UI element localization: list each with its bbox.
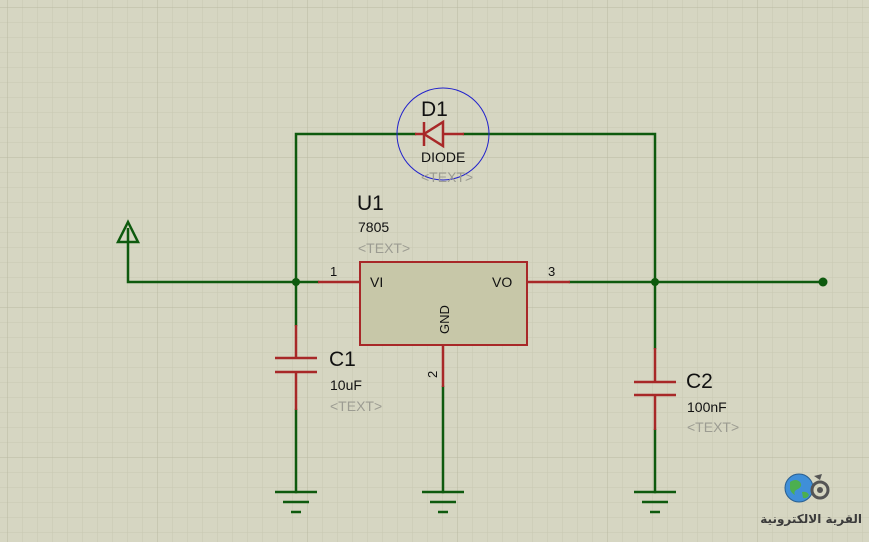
u1-pin-num-gnd: 2 — [425, 371, 440, 378]
junction-dot-right — [651, 278, 659, 286]
output-terminal[interactable] — [818, 277, 828, 287]
watermark-logo: القرية الالكترونية — [756, 470, 866, 532]
c1-ref: C1 — [329, 348, 356, 371]
wires[interactable] — [126, 132, 825, 494]
c1-text: <TEXT> — [330, 398, 382, 414]
d1-ref: D1 — [421, 98, 448, 121]
ground-u1[interactable] — [422, 490, 464, 514]
c2-text: <TEXT> — [687, 419, 739, 435]
d1-value: DIODE — [421, 149, 465, 165]
diode-d1[interactable] — [396, 87, 490, 181]
power-terminal[interactable] — [115, 219, 141, 244]
wire-input — [126, 241, 320, 284]
u1-text: <TEXT> — [358, 240, 410, 256]
u1-body — [359, 261, 528, 346]
u1-ref: U1 — [357, 192, 384, 215]
ground-c2[interactable] — [634, 490, 676, 514]
capacitor-c1[interactable] — [275, 325, 317, 410]
ground-c1[interactable] — [275, 490, 317, 514]
wire-diode-left — [294, 132, 417, 284]
c2-value: 100nF — [687, 399, 727, 415]
junction-dot-left — [292, 278, 300, 286]
d1-triangle — [421, 119, 445, 149]
wire-diode-right — [462, 132, 657, 284]
regulator-u1[interactable]: VI VO GND 1 3 2 — [318, 261, 570, 387]
u1-pin-num-vo: 3 — [548, 264, 555, 279]
u1-value: 7805 — [358, 219, 389, 235]
capacitor-c2[interactable] — [634, 348, 676, 430]
c1-value: 10uF — [330, 377, 362, 393]
u1-pin-vi-label: VI — [370, 274, 383, 290]
u1-pin-gnd-label: GND — [437, 305, 452, 334]
watermark-text: القرية الالكترونية — [760, 512, 862, 526]
d1-selection-circle — [396, 87, 490, 181]
u1-pin-num-vi: 1 — [330, 264, 337, 279]
d1-text: <TEXT> — [421, 169, 473, 185]
globe-gear-icon — [784, 473, 830, 503]
c2-ref: C2 — [686, 370, 713, 393]
u1-pin-vo-label: VO — [492, 274, 512, 290]
